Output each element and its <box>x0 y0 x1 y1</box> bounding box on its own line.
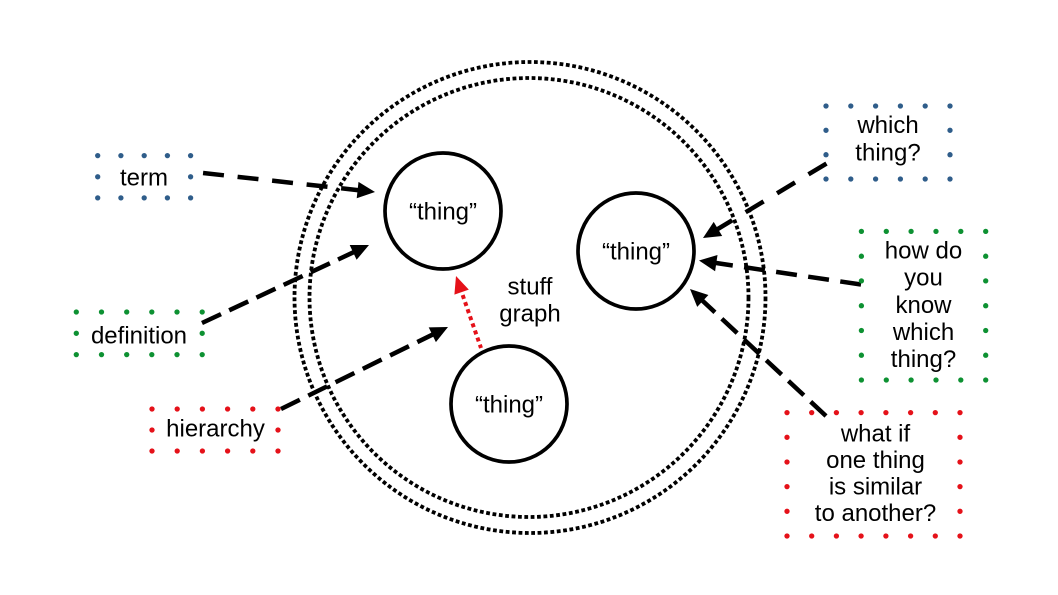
svg-text:“thing”: “thing” <box>409 198 477 225</box>
svg-text:stuff: stuff <box>508 274 553 301</box>
svg-text:“thing”: “thing” <box>475 391 543 418</box>
svg-text:thing?: thing? <box>891 346 956 373</box>
svg-text:is similar: is similar <box>829 474 922 501</box>
svg-text:to another?: to another? <box>815 500 936 527</box>
svg-text:you: you <box>904 265 943 292</box>
svg-text:which: which <box>892 319 954 346</box>
svg-text:what if: what if <box>840 421 911 448</box>
svg-text:thing?: thing? <box>855 140 920 167</box>
svg-text:term: term <box>120 164 168 191</box>
svg-text:hierarchy: hierarchy <box>166 416 265 443</box>
svg-text:definition: definition <box>91 323 187 350</box>
svg-text:know: know <box>895 292 952 319</box>
svg-text:“thing”: “thing” <box>602 238 670 265</box>
svg-text:which: which <box>856 112 918 139</box>
svg-text:how do: how do <box>885 238 962 265</box>
svg-text:one thing: one thing <box>826 447 925 474</box>
svg-text:graph: graph <box>499 301 560 328</box>
